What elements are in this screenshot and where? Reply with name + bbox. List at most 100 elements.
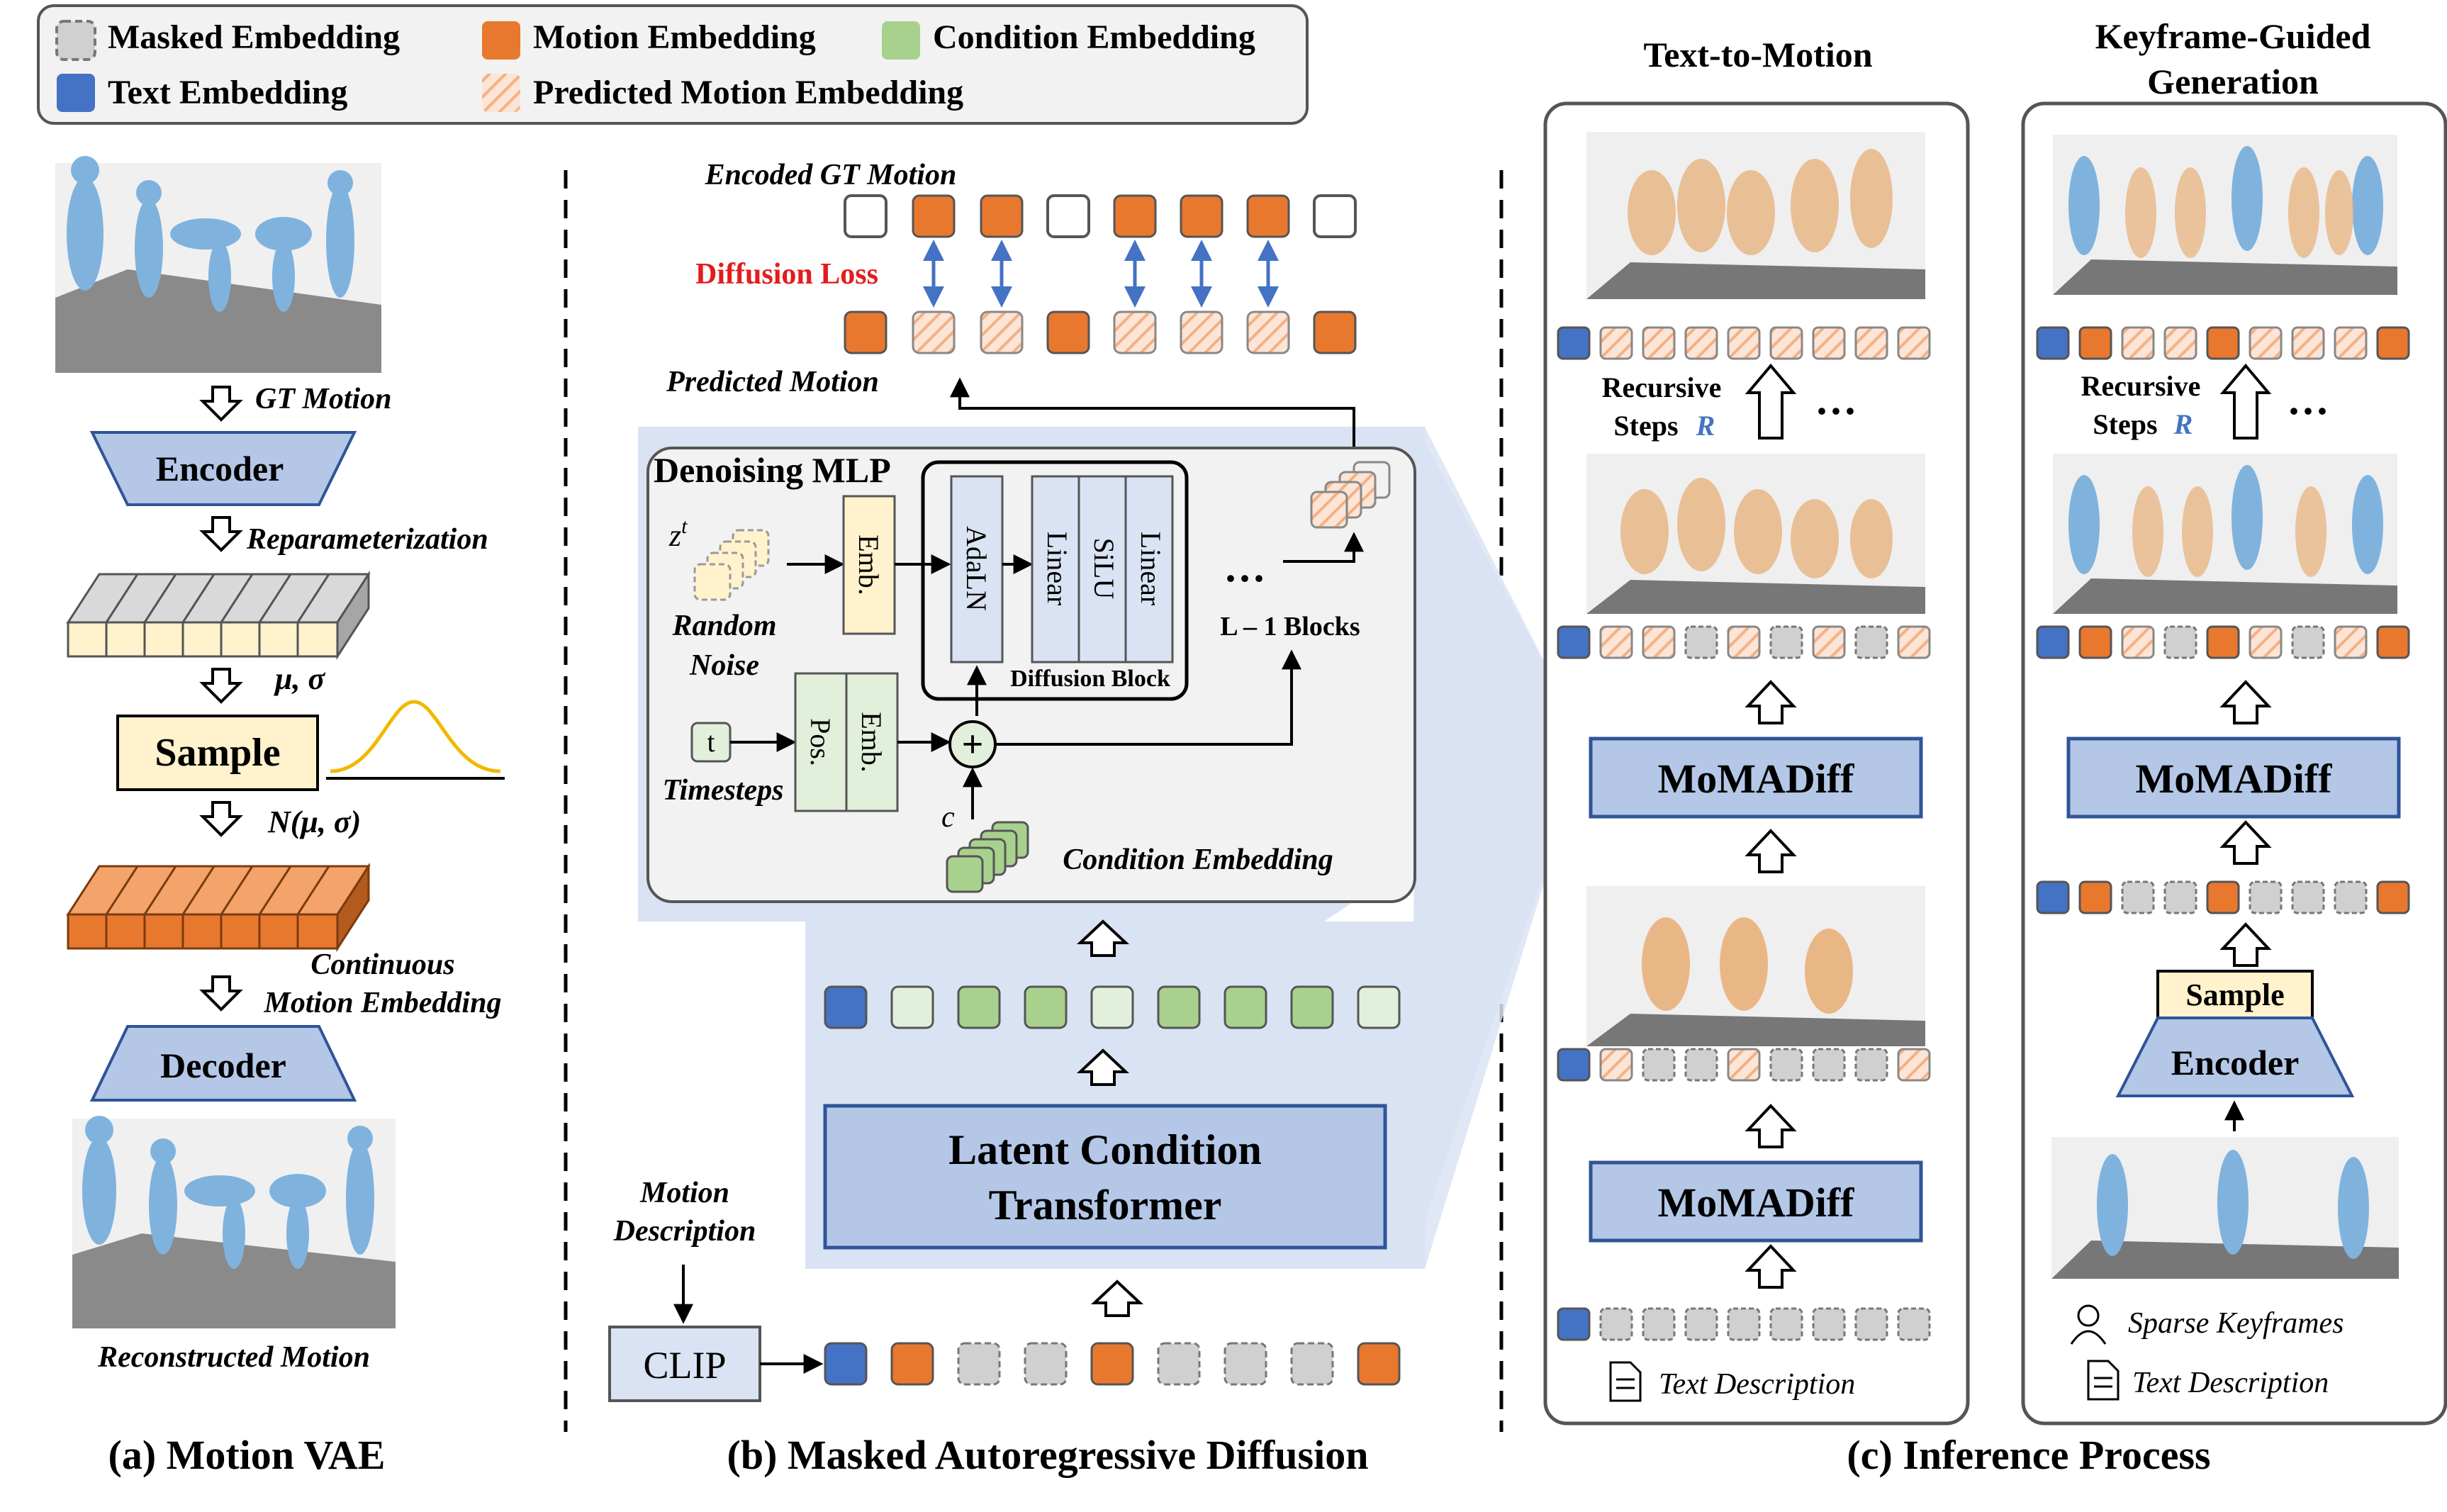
linear-silu-linear-box: Linear SiLU Linear: [1031, 475, 1174, 663]
svg-text:Pos.: Pos.: [805, 718, 836, 766]
mad-panel: Encoded GT Motion Diffusion Loss: [608, 159, 1588, 1478]
reparameterization-label: Reparameterization: [246, 523, 488, 556]
svg-text:+: +: [962, 723, 984, 766]
legend-masked-swatch: [55, 20, 96, 61]
t2m-row-4: [1557, 1307, 1931, 1341]
noise-stack: [693, 529, 770, 601]
timestep-box: t: [690, 722, 732, 763]
kf-row-1: [2036, 326, 2410, 360]
gt-motion-label: GT Motion: [255, 383, 392, 415]
latent-blocks-light: [66, 570, 371, 661]
kf-image-top: [2053, 135, 2397, 295]
document-icon: [1609, 1361, 1642, 1402]
t2m-image-mid: [1586, 454, 1925, 614]
svg-text:Emb.: Emb.: [853, 534, 885, 595]
kf-row-3: [2036, 880, 2410, 914]
diffusion-loss-label: Diffusion Loss: [695, 258, 878, 291]
output-stack: [1310, 461, 1391, 529]
t2m-title: Text-to-Motion: [1643, 35, 1872, 74]
t2m-dots: ···: [1815, 388, 1857, 435]
sample-box: Sample: [116, 715, 319, 791]
latent-blocks-orange: [66, 862, 371, 953]
sparse-keyframes-label: Sparse Keyframes: [2128, 1307, 2344, 1340]
svg-text:Linear: Linear: [1041, 532, 1073, 605]
clip-box: CLIP: [608, 1326, 761, 1402]
emb-box-top: Emb.: [842, 495, 896, 635]
random-noise-label-2: Noise: [689, 649, 759, 682]
t2m-row-2: [1557, 625, 1931, 659]
legend-motion-label: Motion Embedding: [533, 18, 816, 56]
motion-desc-label-2: Description: [613, 1215, 756, 1248]
condition-stack: [946, 821, 1029, 893]
kf-momadiff: MoMADiff: [2066, 737, 2401, 819]
reconstructed-motion-image: [72, 1116, 396, 1328]
svg-text:t: t: [707, 726, 715, 758]
vae-encoder: Encoder: [89, 431, 357, 506]
motion-desc-label-1: Motion: [639, 1177, 729, 1209]
svg-text:SiLU: SiLU: [1088, 538, 1120, 600]
t2m-recursive-label: Recursive: [1602, 371, 1722, 403]
gaussian-curve: [326, 700, 505, 780]
svg-text:AdaLN: AdaLN: [961, 526, 992, 611]
condition-token-row: [824, 985, 1401, 1029]
svg-text:MoMADiff: MoMADiff: [2135, 756, 2332, 802]
svg-text:Encoder: Encoder: [2171, 1043, 2300, 1082]
t2m-row-1: [1557, 326, 1931, 360]
latent-condition-transformer: Latent Condition Transformer: [823, 1104, 1387, 1250]
c-label: c: [941, 801, 955, 834]
legend: Masked Embedding Motion Embedding Condit…: [37, 4, 1309, 125]
svg-text:CLIP: CLIP: [643, 1344, 726, 1387]
diffusion-block-outline: [921, 460, 1189, 701]
t2m-momadiff-top: MoMADiff: [1589, 737, 1923, 819]
pos-emb-box: Pos. Emb.: [794, 672, 899, 812]
condition-embedding-label: Condition Embedding: [1063, 844, 1333, 876]
random-noise-label-1: Random: [671, 610, 776, 642]
sum-node: +: [948, 720, 997, 768]
t2m-text-desc: Text Description: [1659, 1368, 1855, 1401]
motion-vae-panel: GT Motion Encoder Reparameterization μ, …: [55, 156, 505, 1478]
legend-predicted-swatch: [482, 74, 520, 112]
kf-recursive-label: Recursive: [2081, 370, 2201, 402]
kf-dots: ···: [2287, 388, 2329, 435]
loss-arrows: [923, 240, 1279, 308]
t2m-image-top: [1586, 132, 1925, 299]
kf-encoder: Encoder: [2115, 1017, 2355, 1097]
inference-panel: Text-to-Motion Keyframe-Guided Generatio…: [1543, 16, 2447, 1478]
diffusion-block-label: Diffusion Block: [1010, 666, 1170, 692]
kf-title-1: Keyframe-Guided: [2095, 16, 2371, 56]
continuous-label-2: Motion Embedding: [264, 987, 502, 1019]
caption-c: (c) Inference Process: [1847, 1432, 2210, 1478]
svg-text:Sample: Sample: [2185, 978, 2284, 1012]
predicted-motion-label: Predicted Motion: [666, 366, 879, 398]
svg-text:MoMADiff: MoMADiff: [1657, 1180, 1854, 1226]
blocks-dots: ···: [1224, 555, 1266, 602]
legend-text-swatch: [57, 74, 95, 112]
caption-b: (b) Masked Autoregressive Diffusion: [727, 1432, 1369, 1478]
kf-sample-box: Sample: [2156, 970, 2314, 1019]
legend-masked-label: Masked Embedding: [108, 18, 400, 56]
svg-text:R: R: [1696, 410, 1715, 442]
t2m-momadiff-bottom: MoMADiff: [1589, 1160, 1923, 1243]
kf-keyframe-image: [2051, 1137, 2399, 1279]
document-icon: [2087, 1360, 2120, 1401]
legend-condition-swatch: [882, 21, 920, 60]
svg-text:Sample: Sample: [155, 731, 280, 775]
user-icon: [2070, 1304, 2107, 1345]
zt-label: zt: [668, 515, 688, 553]
caption-a: (a) Motion VAE: [108, 1432, 386, 1478]
t2m-steps-label: Steps: [1613, 410, 1678, 442]
kf-row-2: [2036, 625, 2410, 659]
svg-text:Decoder: Decoder: [160, 1046, 286, 1085]
legend-predicted-label: Predicted Motion Embedding: [533, 74, 963, 111]
svg-text:Linear: Linear: [1135, 532, 1167, 605]
kf-text-desc: Text Description: [2132, 1367, 2329, 1399]
svg-text:R: R: [2173, 408, 2193, 440]
gt-motion-image: [55, 156, 381, 373]
adaln-box: AdaLN: [950, 475, 1004, 663]
denoising-mlp-title: Denoising MLP: [654, 450, 891, 490]
timesteps-label: Timesteps: [662, 774, 783, 807]
legend-text-label: Text Embedding: [108, 74, 347, 111]
svg-text:Encoder: Encoder: [156, 449, 284, 488]
